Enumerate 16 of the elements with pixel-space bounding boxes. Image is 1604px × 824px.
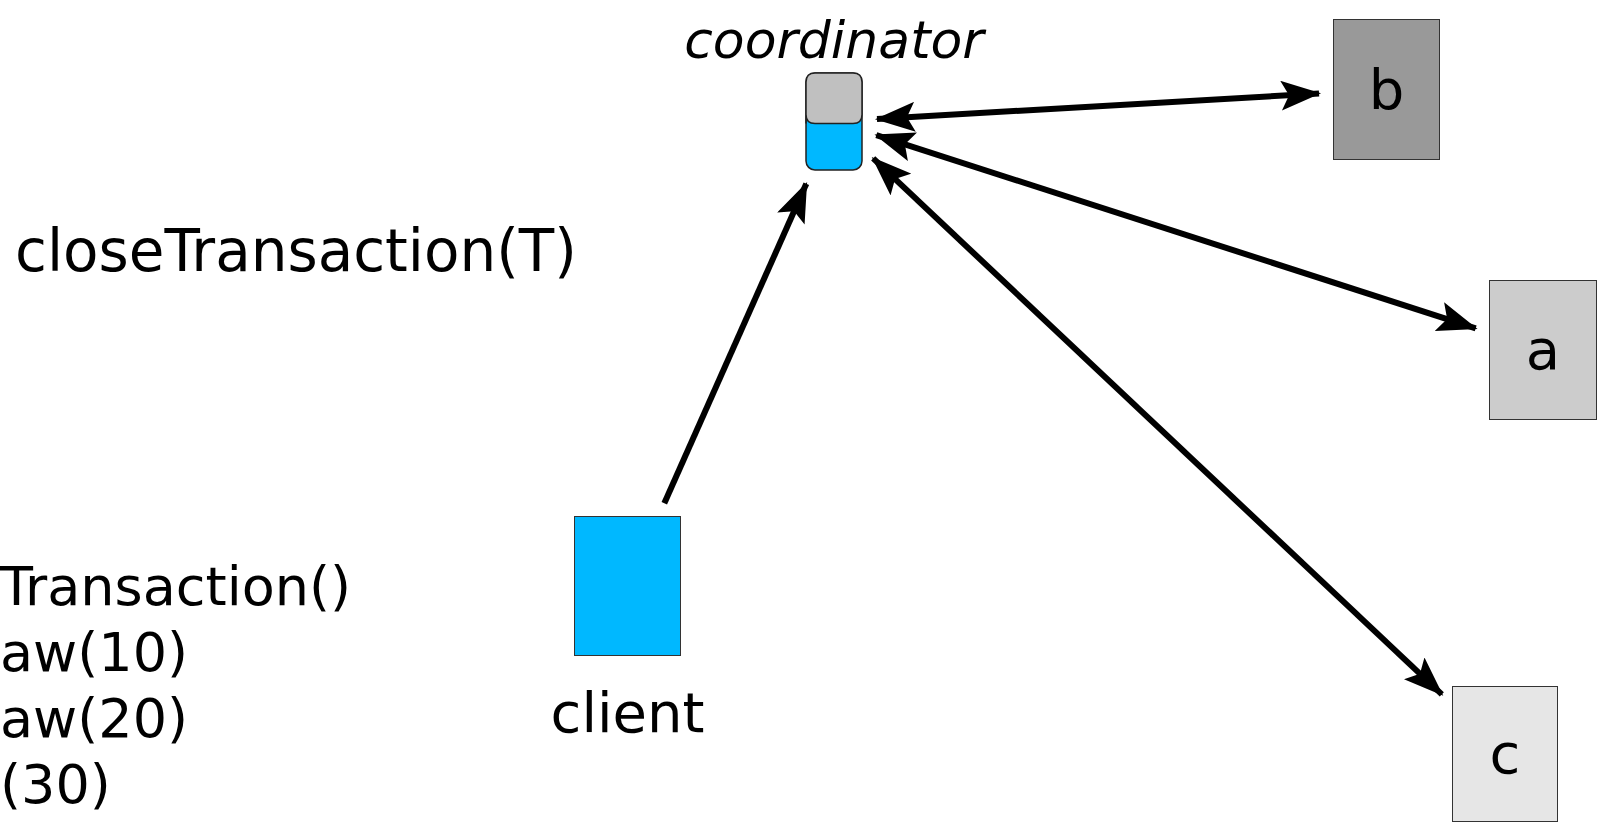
node-label: client xyxy=(550,685,705,741)
code-line: aw(20) xyxy=(0,692,189,746)
server-box xyxy=(1452,686,1558,822)
arrow xyxy=(871,156,1444,697)
code-line: aw(10) xyxy=(0,626,189,680)
arrow xyxy=(875,80,1321,132)
arrow xyxy=(874,132,1478,332)
arrow xyxy=(661,181,810,505)
server-box xyxy=(1489,280,1597,420)
code-line: Transaction() xyxy=(0,560,352,614)
node-label: c xyxy=(1489,726,1521,782)
node-label: a xyxy=(1525,322,1561,378)
node-label: b xyxy=(1368,61,1405,118)
code-line: (30) xyxy=(0,758,111,812)
server-box xyxy=(1333,19,1440,160)
method-call-label: closeTransaction(T) xyxy=(15,222,577,280)
